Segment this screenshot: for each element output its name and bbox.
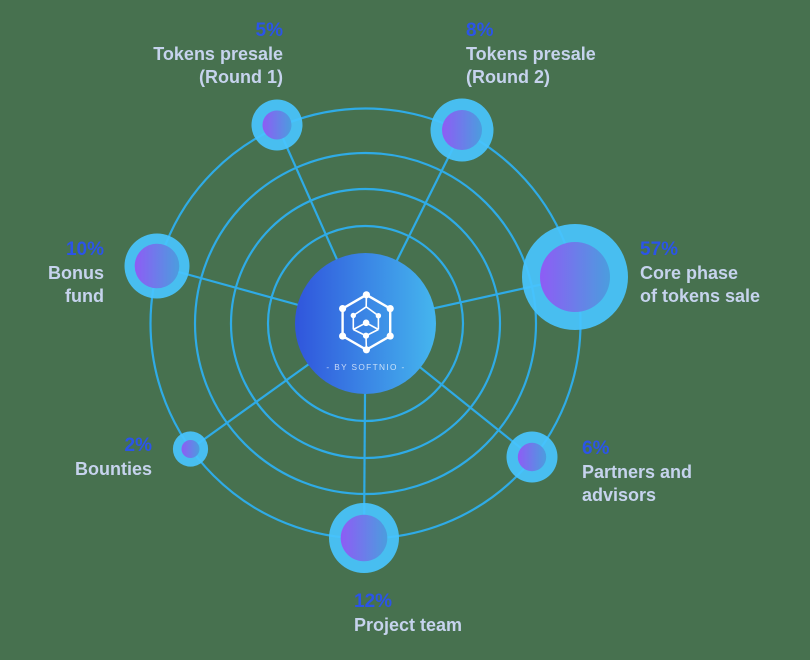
svg-text:- BY SOFTNIO -: - BY SOFTNIO - — [326, 362, 405, 372]
